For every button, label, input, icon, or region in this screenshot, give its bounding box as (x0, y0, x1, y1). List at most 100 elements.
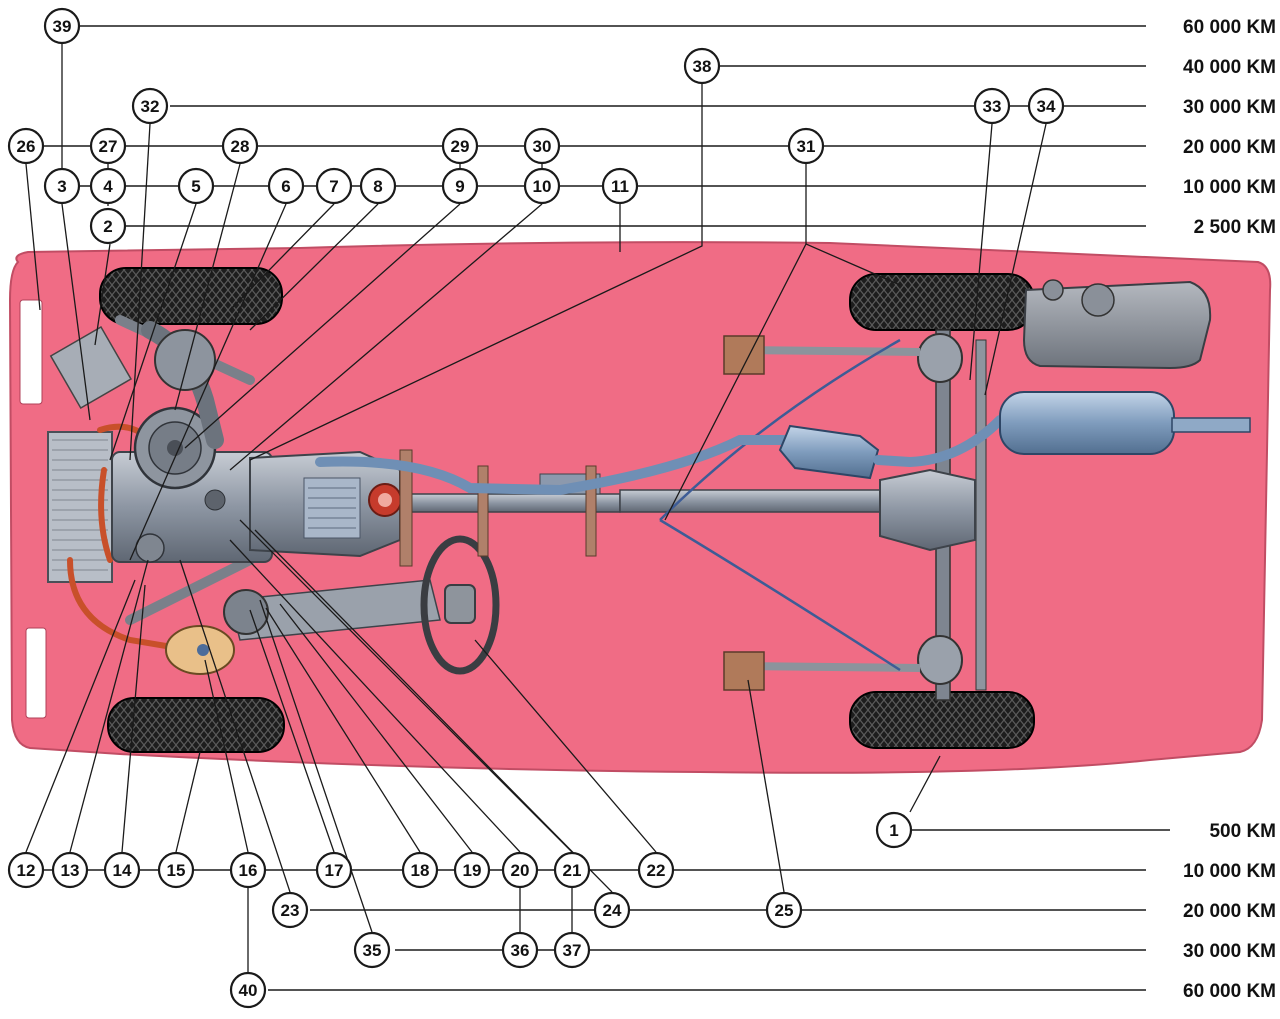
callout-circle (683, 47, 721, 85)
callout-25: 25 (765, 891, 803, 929)
callout-number: 40 (239, 981, 258, 1000)
leader-lines (25, 44, 1047, 972)
callout-circle (875, 811, 913, 849)
callout-circle (601, 167, 639, 205)
callout-number: 35 (363, 941, 382, 960)
callout-number: 27 (99, 137, 118, 156)
callout-number: 28 (231, 137, 250, 156)
front-right-wheel (107, 697, 285, 753)
callout-number: 34 (1037, 97, 1056, 116)
callout-23: 23 (271, 891, 309, 929)
callout-4: 4 (89, 167, 127, 205)
callout-7: 7 (315, 167, 353, 205)
callout-number: 29 (451, 137, 470, 156)
brake-line (659, 338, 901, 672)
callout-circle (637, 851, 675, 889)
callout-number: 36 (511, 941, 530, 960)
callout-number: 38 (693, 57, 712, 76)
callout-circle (177, 167, 215, 205)
callout-31: 31 (787, 127, 825, 165)
callout-number: 25 (775, 901, 794, 920)
interval-label: 20 000 KM (1183, 901, 1276, 922)
callout-number: 9 (455, 177, 464, 196)
callout-circle (593, 891, 631, 929)
interval-label: 10 000 KM (1183, 861, 1276, 882)
callout-circle (7, 851, 45, 889)
callout-circle (7, 127, 45, 165)
callout-number: 13 (61, 861, 80, 880)
rear-spring-top (917, 333, 963, 383)
callout-24: 24 (593, 891, 631, 929)
callout-6: 6 (267, 167, 305, 205)
callout-circle (131, 87, 169, 125)
front-bumper-slot-top (19, 299, 43, 405)
callout-26: 26 (7, 127, 45, 165)
callout-number: 23 (281, 901, 300, 920)
callout-number: 19 (463, 861, 482, 880)
callout-circle (359, 167, 397, 205)
arm-mount-lower (723, 651, 765, 691)
callout-circle (787, 127, 825, 165)
callout-number: 12 (17, 861, 36, 880)
callout-33: 33 (973, 87, 1011, 125)
gearbox (249, 450, 402, 558)
interval-label: 20 000 KM (1183, 137, 1276, 158)
rear-muffler (999, 391, 1251, 455)
callout-circle (353, 931, 391, 969)
callout-number: 6 (281, 177, 290, 196)
callout-number: 10 (533, 177, 552, 196)
callout-10: 10 (523, 167, 561, 205)
callout-circle (229, 851, 267, 889)
callout-circle (401, 851, 439, 889)
callout-number: 32 (141, 97, 160, 116)
callout-38: 38 (683, 47, 721, 85)
callout-29: 29 (441, 127, 479, 165)
callout-number: 39 (53, 17, 72, 36)
callout-circle (501, 851, 539, 889)
engine (111, 406, 273, 563)
callout-16: 16 (229, 851, 267, 889)
callout-number: 2 (103, 217, 112, 236)
callout-20: 20 (501, 851, 539, 889)
callout-number: 20 (511, 861, 530, 880)
callout-13: 13 (51, 851, 89, 889)
callout-circle (973, 87, 1011, 125)
callout-number: 24 (603, 901, 622, 920)
callout-number: 4 (103, 177, 113, 196)
callout-circle (267, 167, 305, 205)
callout-number: 30 (533, 137, 552, 156)
callout-number: 18 (411, 861, 430, 880)
trailing-arm-upper (739, 346, 921, 356)
callout-number: 16 (239, 861, 258, 880)
callout-circle (453, 851, 491, 889)
callout-number: 26 (17, 137, 36, 156)
callout-22: 22 (637, 851, 675, 889)
drive-shaft (399, 449, 881, 567)
callout-14: 14 (103, 851, 141, 889)
callout-circle (523, 167, 561, 205)
callout-circle (157, 851, 195, 889)
interval-label: 30 000 KM (1183, 97, 1276, 118)
callout-circle (441, 167, 479, 205)
callout-32: 32 (131, 87, 169, 125)
callout-number: 31 (797, 137, 816, 156)
callout-circle (271, 891, 309, 929)
callout-circle (221, 127, 259, 165)
callout-number: 15 (167, 861, 186, 880)
steering-column (223, 579, 441, 641)
callout-circle (1027, 87, 1065, 125)
callout-8: 8 (359, 167, 397, 205)
exhaust-tail-pipe (873, 415, 1005, 468)
callout-circle (441, 127, 479, 165)
callout-2: 2 (89, 207, 127, 245)
callout-circle (229, 971, 267, 1009)
callout-28: 28 (221, 127, 259, 165)
callout-37: 37 (553, 931, 591, 969)
callout-circle (765, 891, 803, 929)
callout-circle (89, 127, 127, 165)
callout-circle (315, 851, 353, 889)
callout-circle (89, 167, 127, 205)
callout-27: 27 (89, 127, 127, 165)
interval-label: 40 000 KM (1183, 57, 1276, 78)
